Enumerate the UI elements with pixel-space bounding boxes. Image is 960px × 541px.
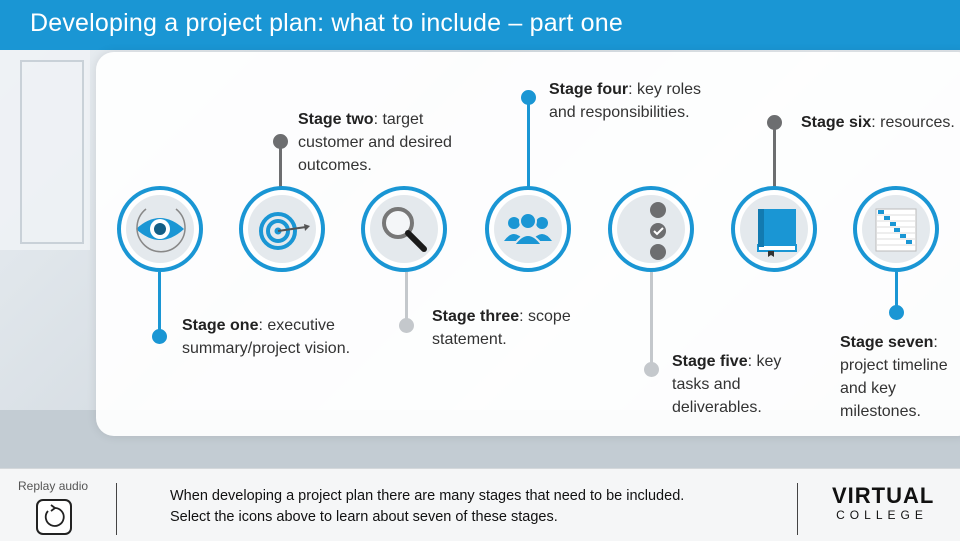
stage-one-connector — [158, 272, 161, 332]
stage-two-button[interactable] — [239, 186, 325, 272]
gantt-icon — [862, 195, 930, 263]
stage-six-button[interactable] — [731, 186, 817, 272]
magnifier-icon — [370, 195, 438, 263]
stage-five-label: Stage five: key tasks and deliverables. — [672, 353, 782, 416]
stage-seven-label: Stage seven: project timeline and key mi… — [840, 334, 948, 420]
stage-two-label: Stage two: target customer and desired o… — [298, 111, 452, 174]
stage-three-label: Stage three: scope statement. — [432, 308, 571, 348]
people-icon — [494, 195, 562, 263]
footer-bar: Replay audio When developing a project p… — [0, 468, 960, 541]
stage-one-dot — [152, 329, 167, 344]
book-icon — [740, 195, 808, 263]
stage-six-dot — [767, 115, 782, 130]
page-title: Developing a project plan: what to inclu… — [30, 9, 623, 37]
background-window — [0, 50, 90, 250]
stage-three-button[interactable] — [361, 186, 447, 272]
virtual-college-logo: VIRTUAL COLLEGE — [832, 483, 935, 523]
stage-one-button[interactable] — [117, 186, 203, 272]
stage-four-button[interactable] — [485, 186, 571, 272]
stage-one-label: Stage one: executive summary/project vis… — [182, 317, 351, 357]
stage-seven-dot — [889, 305, 904, 320]
instructions-line-2: Select the icons above to learn about se… — [170, 509, 558, 525]
stage-seven-button[interactable] — [853, 186, 939, 272]
target-icon — [248, 195, 316, 263]
stage-seven-connector — [895, 272, 898, 312]
stage-six-connector — [773, 127, 776, 188]
replay-audio-label: Replay audio — [18, 479, 89, 493]
stage-five-dot — [644, 362, 659, 377]
logo-bottom-text: COLLEGE — [836, 508, 928, 522]
footer-divider-left — [116, 483, 117, 535]
replay-audio-button[interactable] — [36, 499, 72, 535]
instructions-text: When developing a project plan there are… — [170, 486, 684, 528]
stage-two-dot — [273, 134, 288, 149]
stage-five-button[interactable] — [608, 186, 694, 272]
stage-six-label: Stage six: resources. — [801, 114, 955, 131]
stage-four-connector — [527, 102, 530, 188]
checklist-icon — [617, 195, 685, 263]
stage-four-dot — [521, 90, 536, 105]
stage-three-dot — [399, 318, 414, 333]
footer-divider-right — [797, 483, 798, 535]
logo-top-text: VIRTUAL — [832, 483, 935, 508]
instructions-line-1: When developing a project plan there are… — [170, 488, 685, 504]
background-window-frame — [20, 60, 84, 244]
stage-two-connector — [279, 146, 282, 188]
stage-five-connector — [650, 272, 653, 370]
replay-icon — [44, 504, 65, 527]
title-bar: Developing a project plan: what to inclu… — [0, 0, 960, 50]
stage-four-label: Stage four: key roles and responsibiliti… — [549, 81, 702, 121]
eye-icon — [126, 195, 194, 263]
stage-three-connector — [405, 272, 408, 326]
